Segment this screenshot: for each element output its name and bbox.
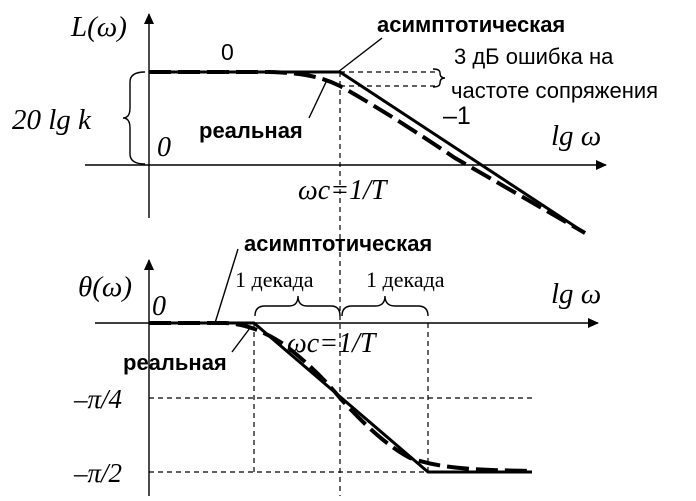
- magnitude-origin-label: 0: [157, 132, 171, 163]
- phase-asymptotic-label: асимптотическая: [244, 231, 432, 256]
- phase-corner-freq-label: ωc=1/T: [287, 328, 378, 359]
- magnitude-asymptotic-pointer: [337, 37, 383, 73]
- decade-right-brace: [341, 295, 429, 317]
- phase-real-curve: [149, 321, 533, 473]
- magnitude-real-curve: [149, 70, 586, 235]
- minus-pi-4-label: –π/4: [73, 384, 122, 414]
- decade-right-label: 1 декада: [366, 267, 445, 292]
- magnitude-y-label: L(ω): [70, 11, 127, 43]
- phase-real-label: реальная: [123, 350, 227, 375]
- error-note-line-1: 3 дБ ошибка на: [454, 44, 614, 69]
- decade-left-brace: [254, 295, 341, 317]
- slope-minus-one-label: –1: [443, 102, 471, 130]
- phase-asymptotic-pointer: [214, 248, 239, 324]
- gain-brace: [122, 71, 146, 165]
- phase-x-label: lg ω: [551, 278, 601, 310]
- magnitude-corner-freq-label: ωc=1/T: [298, 175, 389, 206]
- phase-real-pointer: [231, 327, 251, 353]
- error-bracket: [432, 68, 446, 88]
- phase-y-label: θ(ω): [78, 271, 132, 303]
- magnitude-asymptotic-label: асимптотическая: [377, 12, 565, 37]
- magnitude-real-label: реальная: [199, 118, 303, 143]
- gain-level-label: 20 lg k: [12, 104, 92, 136]
- magnitude-x-label: lg ω: [551, 120, 601, 152]
- minus-pi-2-label: –π/2: [73, 458, 122, 488]
- magnitude-real-pointer: [308, 79, 328, 119]
- phase-origin-label: 0: [152, 291, 166, 322]
- slope-zero-label: 0: [221, 39, 234, 65]
- decade-left-label: 1 декада: [235, 267, 314, 292]
- magnitude-plot: L(ω) lg ω 0 20 lg k 0 –1 асимптотическая…: [12, 11, 658, 496]
- error-note-line-2: частоте сопряжения: [451, 78, 658, 103]
- phase-plot: θ(ω) lg ω 0 асимптотическая реальная 1 д…: [73, 231, 601, 496]
